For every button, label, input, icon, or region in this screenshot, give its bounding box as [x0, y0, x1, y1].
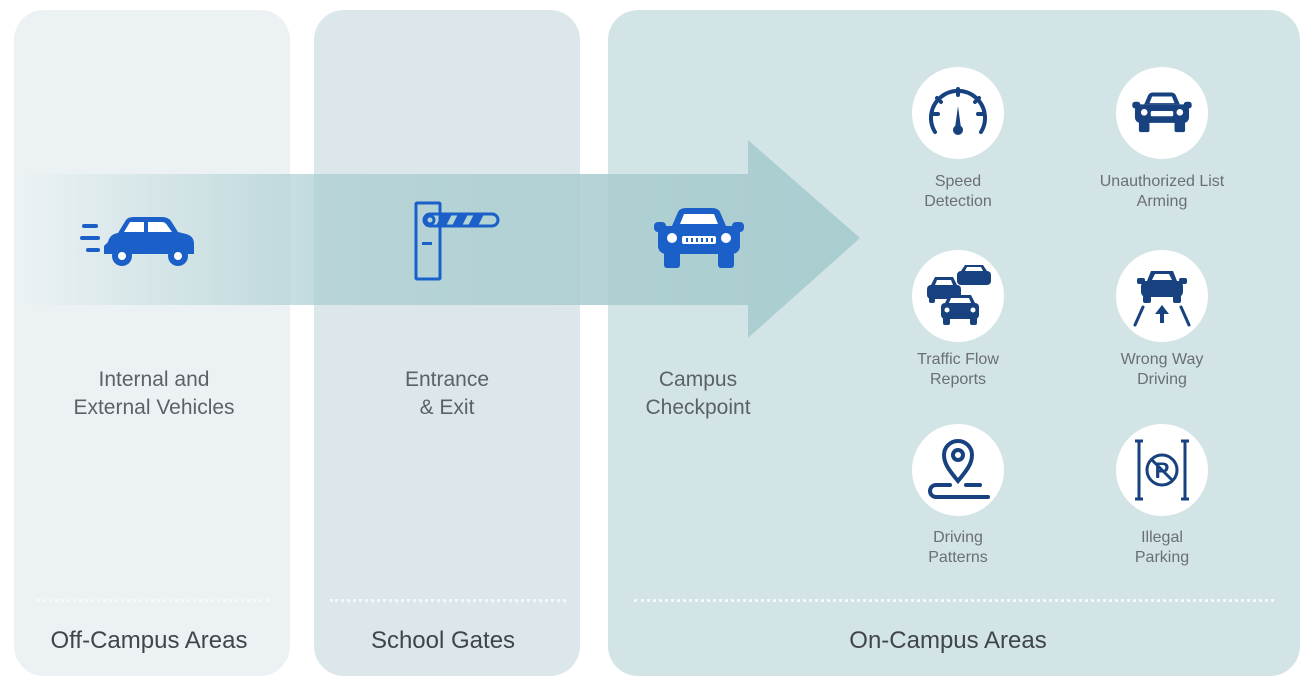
on-campus-divider — [634, 599, 1274, 602]
school-gates-divider — [330, 599, 566, 602]
off-campus-zone — [14, 10, 290, 676]
vehicles-label-line2: External Vehicles — [73, 396, 235, 419]
unauthorized-label-line2: Arming — [1136, 193, 1188, 210]
speed-detection-badge — [912, 67, 1004, 159]
traffic-flow-badge — [912, 250, 1004, 342]
location-route-icon — [928, 439, 990, 499]
unauthorized-list-label: Unauthorized List Arming — [1077, 172, 1247, 212]
illegal-parking-badge: P — [1116, 424, 1208, 516]
traffic-flow-label: Traffic Flow Reports — [873, 350, 1043, 390]
wrongway-label-line1: Wrong Way — [1120, 351, 1204, 368]
vehicles-label-line1: Internal and — [98, 368, 210, 391]
school-gates-title: School Gates — [370, 627, 516, 654]
on-campus-title: On-Campus Areas — [849, 627, 1047, 654]
checkpoint-label: Campus Checkpoint — [608, 366, 788, 422]
school-gates-zone — [314, 10, 580, 676]
checkpoint-label-line2: Checkpoint — [645, 396, 751, 419]
speed-label-line1: Speed — [934, 173, 982, 190]
gate-label: Entrance & Exit — [352, 366, 542, 422]
parking-label-line1: Illegal — [1141, 529, 1183, 546]
off-campus-title: Off-Campus Areas — [50, 627, 248, 654]
wrongway-label-line2: Driving — [1137, 371, 1187, 388]
illegal-parking-label: Illegal Parking — [1077, 528, 1247, 568]
wrong-way-badge — [1116, 250, 1208, 342]
traffic-label-line2: Reports — [929, 371, 987, 388]
patterns-label-line1: Driving — [933, 529, 983, 546]
unauthorized-list-badge — [1116, 67, 1208, 159]
barrier-gate-icon — [414, 201, 500, 281]
moving-car-icon — [80, 217, 194, 266]
car-front-icon — [1132, 92, 1192, 133]
gate-label-line2: & Exit — [419, 396, 475, 419]
no-parking-icon: P — [1135, 439, 1189, 501]
speed-label-line2: Detection — [924, 193, 992, 210]
vehicles-label: Internal and External Vehicles — [60, 366, 248, 422]
gate-label-line1: Entrance — [404, 368, 490, 391]
traffic-label-line1: Traffic Flow — [917, 351, 999, 368]
patterns-label-line2: Patterns — [928, 549, 988, 566]
parking-label-line2: Parking — [1134, 549, 1190, 566]
svg-text:P: P — [1155, 458, 1170, 483]
speedometer-icon — [929, 87, 987, 135]
off-campus-divider — [36, 599, 270, 602]
driving-patterns-badge — [912, 424, 1004, 516]
wrong-way-label: Wrong Way Driving — [1077, 350, 1247, 390]
driving-patterns-label: Driving Patterns — [873, 528, 1043, 568]
traffic-cars-icon — [927, 265, 991, 325]
wrong-way-car-icon — [1133, 271, 1191, 327]
checkpoint-label-line1: Campus — [658, 368, 738, 391]
speed-detection-label: Speed Detection — [873, 172, 1043, 212]
unauthorized-label-line1: Unauthorized List — [1099, 173, 1225, 190]
car-front-icon — [654, 208, 744, 268]
